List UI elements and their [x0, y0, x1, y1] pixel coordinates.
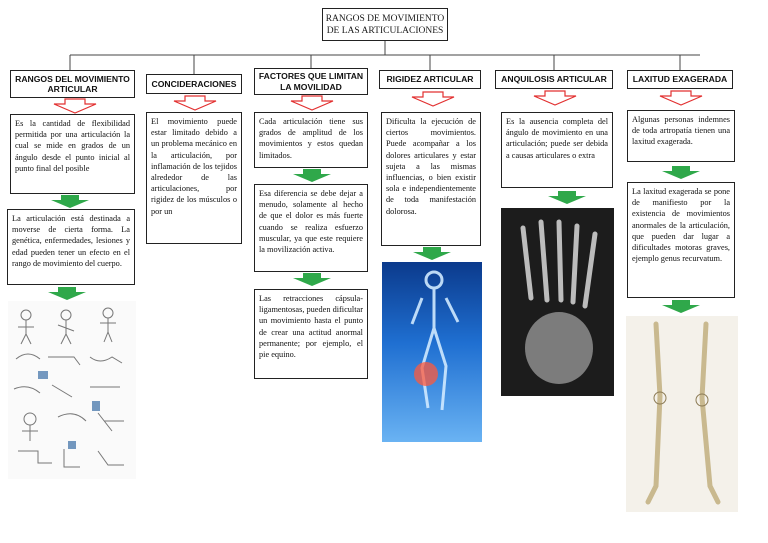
diagram-title: RANGOS DE MOVIMIENTO DE LAS ARTICULACION… [322, 8, 448, 41]
red-arrow-6 [659, 90, 703, 106]
green-arrow-6a [662, 166, 700, 179]
red-arrow-4 [411, 91, 455, 107]
range-of-motion-illustration [8, 301, 136, 479]
green-arrow-5 [548, 191, 586, 204]
factores-text-1: Cada articulación tiene sus grados de am… [254, 112, 368, 168]
green-arrow-3a [293, 169, 331, 182]
green-arrow-1a [51, 195, 89, 208]
red-arrow-1 [53, 98, 97, 114]
header-anquilosis: ANQUILOSIS ARTICULAR [495, 70, 613, 89]
factores-text-2: Esa diferencia se debe dejar a menudo, s… [254, 184, 368, 272]
header-rangos: RANGOS DEL MOVIMIENTO ARTICULAR [10, 70, 135, 98]
factores-text-3: Las retracciones cápsula-ligamentosas, p… [254, 289, 368, 379]
rangos-detail: La articulación está destinada a moverse… [7, 209, 135, 285]
red-arrow-5 [533, 90, 577, 106]
consideraciones-text: El movimiento puede estar limitado debid… [146, 112, 242, 244]
joint-movement-figures-icon [13, 307, 124, 468]
header-consideraciones: CONCIDERACIONES [146, 74, 242, 94]
rigidez-text: Dificulta la ejecución de ciertos movimi… [381, 112, 481, 246]
skeleton-knee-icon [410, 270, 460, 411]
header-factores: FACTORES QUE LIMITAN LA MOVILIDAD [254, 68, 368, 95]
knee-pain-image [382, 262, 482, 442]
foot-bones-icon [520, 219, 598, 384]
anquilosis-text: Es la ausencia completa del ángulo de mo… [501, 112, 613, 188]
rangos-definition: Es la cantidad de flexibilidad permitida… [10, 114, 135, 194]
header-laxitud: LAXITUD EXAGERADA [627, 70, 733, 89]
green-arrow-6b [662, 300, 700, 313]
red-arrow-3 [290, 95, 334, 111]
red-arrow-2 [173, 95, 217, 111]
green-arrow-3b [293, 273, 331, 286]
laxitud-text-2: La laxitud exagerada se pone de manifies… [627, 182, 735, 298]
leg-bones-icon [645, 321, 721, 505]
foot-xray-image [501, 208, 614, 396]
green-arrow-1b [48, 287, 86, 300]
laxitud-text-1: Algunas personas indemnes de toda artrop… [627, 110, 735, 162]
header-rigidez: RIGIDEZ ARTICULAR [379, 70, 481, 89]
green-arrow-4 [413, 247, 451, 260]
leg-skeleton-image [626, 316, 738, 512]
